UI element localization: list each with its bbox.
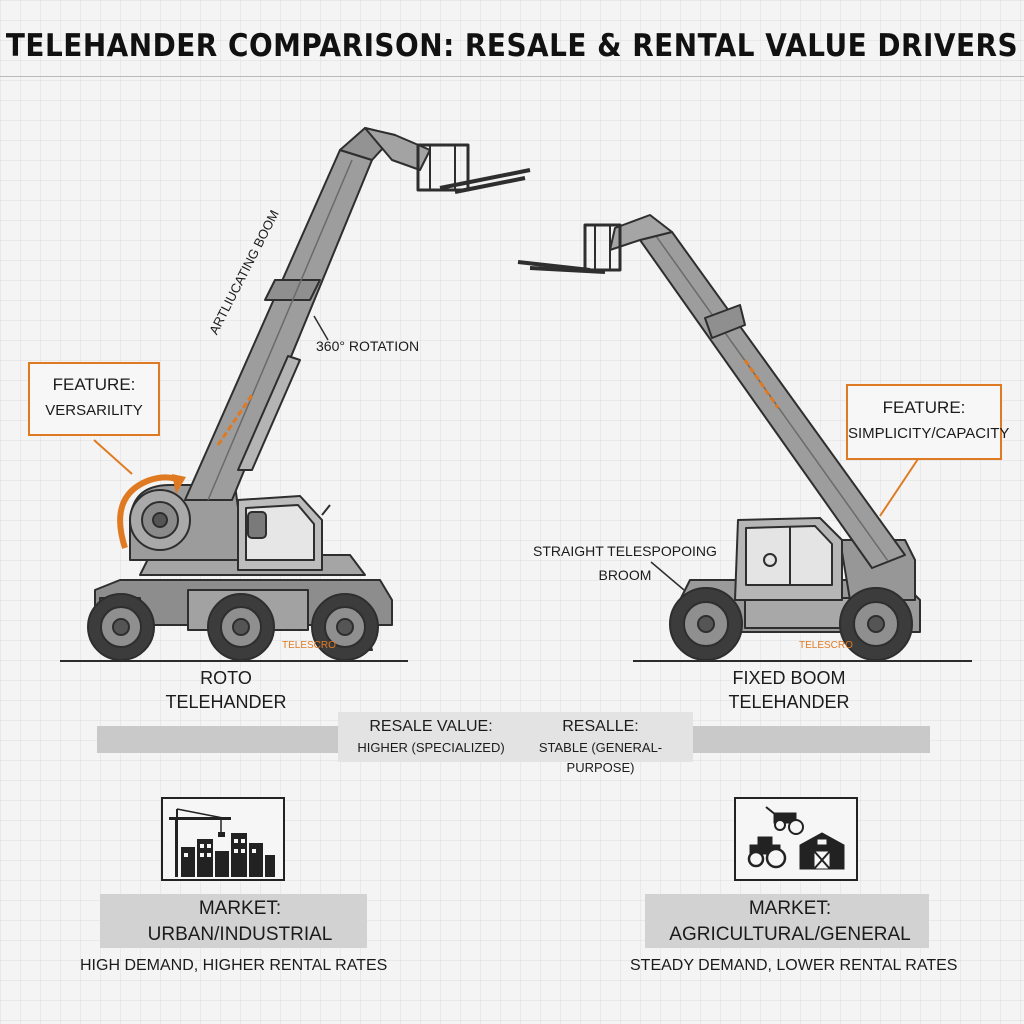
left-machine-name: ROTO TELEHANDER bbox=[146, 666, 306, 714]
right-market-note: STEADY DEMAND, LOWER RENTAL RATES bbox=[630, 957, 958, 974]
straight-boom-label-line1: STRAIGHT TELESPOPOING bbox=[533, 543, 717, 559]
right-market-band bbox=[645, 894, 929, 948]
roto-telehandler-drawing bbox=[87, 127, 531, 661]
right-feature-pointer bbox=[879, 455, 921, 517]
page-title: TELEHANDER COMPARISON: RESALE & RENTAL V… bbox=[5, 28, 1019, 64]
left-market-value: URBAN/INDUSTRIAL bbox=[147, 924, 333, 945]
left-feature-value: VERSARILITY bbox=[45, 402, 143, 419]
boom-label-pointer bbox=[650, 561, 685, 591]
left-decal-label: TELESCRO bbox=[282, 640, 336, 651]
right-front-wheel bbox=[669, 587, 743, 661]
resale-right: RESALLE: STABLE (GENERAL-PURPOSE) bbox=[513, 716, 688, 778]
right-machine-name: FIXED BOOM TELEHANDER bbox=[709, 666, 869, 714]
resale-left-heading: RESALE VALUE: bbox=[369, 718, 493, 735]
rotation-arrowhead bbox=[172, 474, 186, 494]
left-market: MARKET: URBAN/INDUSTRIAL bbox=[100, 896, 380, 948]
left-machine-name-line2: TELEHANDER bbox=[165, 692, 287, 712]
right-rear-wheel bbox=[839, 587, 913, 661]
left-mid-wheel bbox=[207, 593, 275, 661]
resale-right-heading: RESALLE: bbox=[562, 718, 639, 735]
right-market-heading: MARKET: bbox=[748, 898, 832, 919]
right-market-value: AGRICULTURAL/GENERAL bbox=[669, 924, 911, 945]
resale-left-value: HIGHER (SPECIALIZED) bbox=[357, 740, 505, 755]
left-market-heading: MARKET: bbox=[198, 898, 282, 919]
rotation-label: 360° ROTATION bbox=[316, 338, 420, 354]
left-feature-box: FEATURE: VERSARILITY bbox=[28, 362, 160, 436]
left-rear-wheel bbox=[311, 593, 379, 661]
rotation-pointer bbox=[313, 315, 329, 341]
title-divider bbox=[0, 76, 1024, 77]
straight-boom-label: STRAIGHT TELESPOPOING BROOM bbox=[533, 539, 717, 587]
right-market: MARKET: AGRICULTURAL/GENERAL bbox=[650, 896, 930, 948]
resale-left: RESALE VALUE: HIGHER (SPECIALIZED) bbox=[346, 716, 516, 758]
city-crane-icon bbox=[161, 797, 285, 881]
straight-boom-label-line2: BROOM bbox=[598, 567, 652, 583]
resale-right-value: STABLE (GENERAL-PURPOSE) bbox=[538, 740, 663, 775]
left-front-wheel bbox=[87, 593, 155, 661]
right-decal-label: TELESCRO bbox=[799, 640, 853, 651]
right-feature-value: SIMPLICITY/CAPACITY bbox=[848, 425, 1010, 442]
fixed-boom-telehandler-drawing bbox=[517, 214, 921, 661]
left-market-note: HIGH DEMAND, HIGHER RENTAL RATES bbox=[80, 957, 388, 974]
left-machine-name-line1: ROTO bbox=[200, 668, 252, 688]
right-machine-name-line1: FIXED BOOM bbox=[732, 668, 846, 688]
right-machine-name-line2: TELEHANDER bbox=[728, 692, 850, 712]
left-feature-pointer bbox=[93, 439, 133, 475]
right-feature-heading: FEATURE: bbox=[882, 398, 966, 417]
farm-tractor-barn-icon bbox=[734, 797, 858, 881]
right-feature-box: FEATURE: SIMPLICITY/CAPACITY bbox=[846, 384, 1010, 460]
resale-comparison-box: RESALE VALUE: HIGHER (SPECIALIZED) RESAL… bbox=[338, 712, 693, 775]
left-feature-heading: FEATURE: bbox=[52, 375, 136, 394]
left-market-band bbox=[100, 894, 367, 948]
